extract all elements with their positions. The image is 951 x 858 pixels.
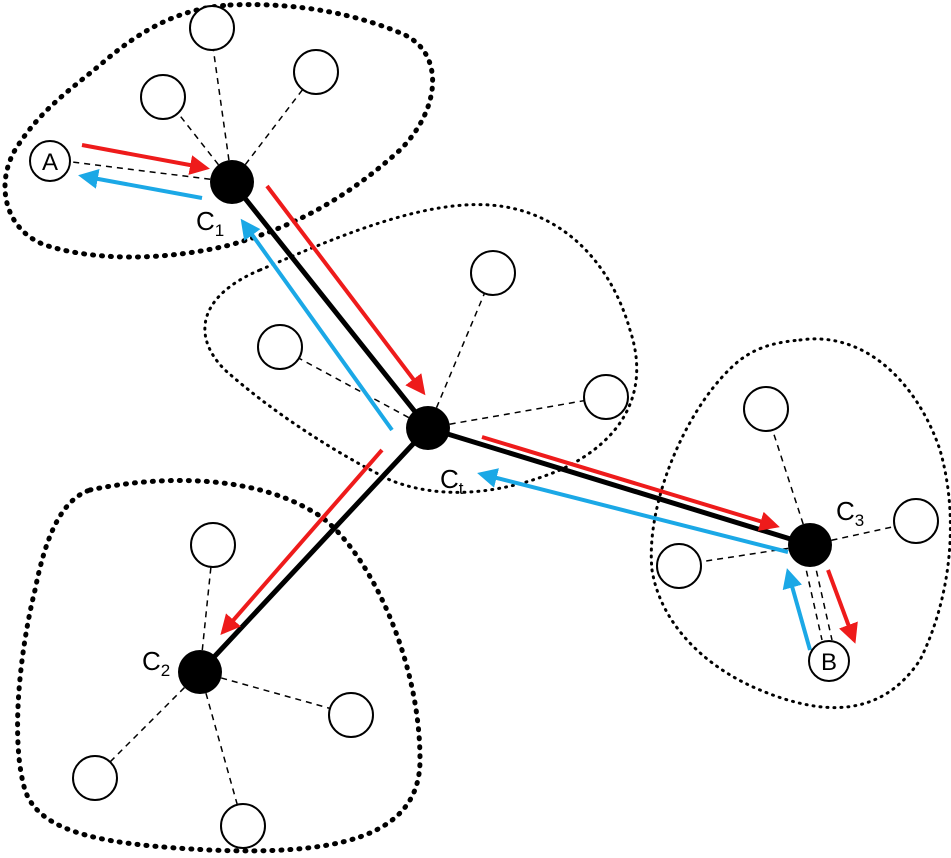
member-node-c2-right	[328, 692, 374, 738]
red-arrow-ct-c2	[220, 448, 384, 636]
link-c2-right	[199, 671, 351, 715]
blue-arrow-c1-a	[78, 169, 203, 200]
member-node-c3-top	[743, 386, 789, 432]
red-arrow-ct-c3	[481, 435, 780, 531]
label-c2-main: C	[142, 646, 161, 676]
link-c1-right	[231, 75, 314, 183]
forward-arrows	[81, 143, 858, 644]
member-node-c3-left	[656, 543, 702, 589]
link-c3-b-2	[813, 559, 833, 641]
member-node-ct-right	[583, 374, 629, 420]
cluster-head-ct	[406, 406, 450, 450]
label-ct-sub: t	[459, 479, 464, 498]
cluster-head-c3	[788, 523, 832, 567]
member-node-c1-top	[189, 5, 235, 51]
label-ct: Ct	[440, 464, 464, 498]
label-c3-sub: 3	[855, 511, 864, 530]
link-c3-top	[765, 409, 811, 546]
label-c3-main: C	[836, 496, 855, 526]
member-nodes	[72, 5, 939, 849]
label-c2-sub: 2	[161, 661, 170, 680]
link-c2-left	[94, 671, 201, 778]
label-ct-main: C	[440, 464, 459, 494]
node-b: B	[808, 640, 850, 682]
link-c1-a	[71, 161, 233, 183]
link-c3-b-1	[803, 559, 823, 641]
member-node-c1-left	[140, 74, 186, 120]
link-c1-top	[211, 39, 233, 183]
cluster-c1-outline	[2, 2, 436, 260]
member-node-ct-left	[257, 324, 303, 370]
red-arrow-c1-ct	[265, 184, 426, 396]
node-b-label: B	[821, 649, 837, 676]
blue-arrow-ct-c1	[240, 218, 394, 432]
red-arrow-a-c1	[81, 143, 210, 175]
link-ct-right	[427, 396, 606, 429]
member-node-c3-right	[893, 498, 939, 544]
label-c2: C2	[142, 646, 170, 680]
cluster-head-c1	[210, 160, 254, 204]
member-node-c1-right	[293, 49, 339, 95]
link-c2-bottom	[199, 671, 244, 826]
cluster-c3-outline	[649, 337, 951, 710]
node-a-circle	[29, 140, 71, 182]
red-arrow-c3-b	[826, 569, 858, 644]
cluster-head-labels: C1 Ct C2 C3	[142, 206, 864, 680]
cluster-heads	[178, 160, 832, 694]
member-node-c2-left	[72, 755, 118, 801]
node-b-circle	[808, 640, 850, 682]
member-links	[71, 39, 916, 826]
cluster-head-c2	[178, 650, 222, 694]
backbone-c1-ct	[229, 179, 431, 431]
node-a-label: A	[42, 149, 58, 176]
label-c1-sub: 1	[215, 221, 224, 240]
node-a: A	[29, 140, 71, 182]
link-ct-left	[279, 347, 429, 429]
blue-arrow-c3-ct	[477, 468, 789, 554]
blue-arrow-b-c3	[782, 568, 812, 651]
backbone-ct-c3	[425, 425, 813, 548]
member-node-c2-top	[190, 522, 236, 568]
member-node-c2-bottom	[220, 803, 266, 849]
link-ct-top	[427, 272, 494, 429]
cluster-c2-outline	[15, 478, 423, 854]
label-c3: C3	[836, 496, 864, 530]
return-arrows	[78, 169, 812, 651]
label-c1-main: C	[196, 206, 215, 236]
label-c1: C1	[196, 206, 224, 240]
cluster-ct-outline	[203, 203, 639, 494]
member-node-ct-top	[470, 250, 516, 296]
